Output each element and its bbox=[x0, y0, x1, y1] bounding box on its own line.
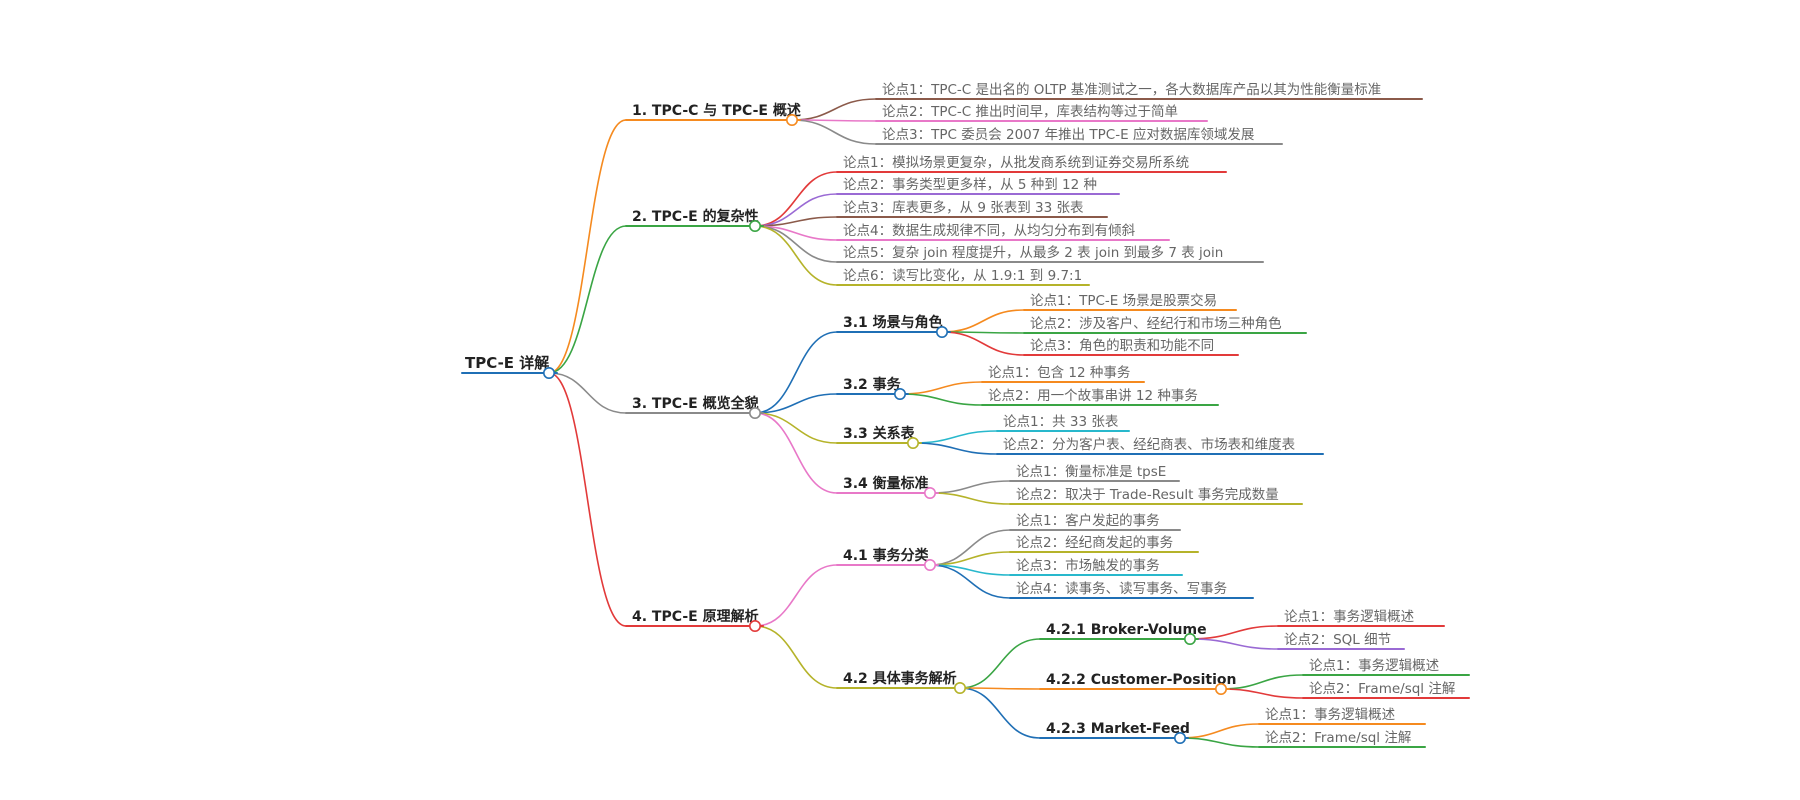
connector-line bbox=[941, 309, 1025, 333]
collapse-toggle-icon[interactable] bbox=[785, 114, 798, 127]
topic-2-3[interactable]: 3.4 衡量标准 bbox=[843, 475, 929, 492]
collapse-toggle-icon[interactable] bbox=[893, 387, 906, 400]
connector-line bbox=[929, 564, 1011, 599]
leaf-point-2-3-1[interactable]: 论点2：取决于 Trade-Result 事务完成数量 bbox=[1016, 487, 1279, 503]
leaf-point-1-2[interactable]: 论点3：库表更多，从 9 张表到 33 张表 bbox=[843, 199, 1084, 216]
leaf-point-1-1[interactable]: 论点2：事务类型更多样，从 5 种到 12 种 bbox=[843, 176, 1097, 193]
connector-line bbox=[548, 225, 627, 374]
leaf-point-1-5[interactable]: 论点6：读写比变化，从 1.9:1 到 9.7:1 bbox=[843, 268, 1082, 284]
leaf-point-2-0-0[interactable]: 论点1：TPC-E 场景是股票交易 bbox=[1030, 292, 1217, 309]
leaf-point-2-2-1[interactable]: 论点2：分为客户表、经纪商表、市场表和维度表 bbox=[1003, 436, 1296, 453]
topic-2-1[interactable]: 3.2 事务 bbox=[843, 376, 902, 393]
topic-2[interactable]: 3. TPC-E 概览全貌 bbox=[632, 395, 759, 412]
collapse-toggle-icon[interactable] bbox=[953, 681, 966, 694]
connector-line bbox=[941, 331, 1025, 356]
connector-line bbox=[754, 331, 838, 414]
collapse-toggle-icon[interactable] bbox=[935, 325, 948, 338]
connector-line bbox=[959, 638, 1041, 689]
connector-line bbox=[929, 480, 1011, 494]
collapse-toggle-icon[interactable] bbox=[923, 558, 936, 571]
leaf-point-3-1-1-1[interactable]: 论点2：Frame/sql 注解 bbox=[1309, 681, 1455, 697]
leaf-point-2-1-0[interactable]: 论点1：包含 12 种事务 bbox=[988, 365, 1130, 381]
collapse-toggle-icon[interactable] bbox=[748, 619, 761, 632]
leaf-point-0-0[interactable]: 论点1：TPC-C 是出名的 OLTP 基准测试之一，各大数据库产品以其为性能衡… bbox=[882, 81, 1381, 98]
collapse-toggle-icon[interactable] bbox=[906, 436, 919, 449]
leaf-point-2-2-0[interactable]: 论点1：共 33 张表 bbox=[1003, 414, 1119, 430]
connector-line bbox=[959, 687, 1041, 690]
connector-line bbox=[1179, 723, 1260, 739]
connector-line bbox=[1189, 625, 1279, 640]
connector-line bbox=[929, 529, 1011, 566]
collapse-toggle-icon[interactable] bbox=[748, 220, 761, 233]
root-topic[interactable]: TPC-E 详解 bbox=[465, 354, 549, 372]
topic-1[interactable]: 2. TPC-E 的复杂性 bbox=[632, 208, 759, 225]
leaf-point-2-1-1[interactable]: 论点2：用一个故事串讲 12 种事务 bbox=[988, 388, 1198, 404]
connector-line bbox=[754, 393, 838, 414]
collapse-toggle-icon[interactable] bbox=[1174, 731, 1187, 744]
connector-line bbox=[791, 119, 877, 145]
leaf-point-3-1-2-1[interactable]: 论点2：Frame/sql 注解 bbox=[1265, 730, 1411, 746]
connector-line bbox=[899, 381, 983, 395]
connector-line bbox=[1189, 638, 1279, 650]
leaf-point-1-4[interactable]: 论点5：复杂 join 程度提升，从最多 2 表 join 到最多 7 表 jo… bbox=[843, 244, 1223, 261]
connector-line bbox=[959, 687, 1041, 739]
leaf-point-3-1-0-1[interactable]: 论点2：SQL 细节 bbox=[1284, 632, 1391, 648]
connector-line bbox=[754, 225, 838, 286]
collapse-toggle-icon[interactable] bbox=[1184, 632, 1197, 645]
leaf-point-3-0-0[interactable]: 论点1：客户发起的事务 bbox=[1016, 512, 1160, 529]
leaf-point-2-0-1[interactable]: 论点2：涉及客户、经纪行和市场三种角色 bbox=[1030, 315, 1282, 332]
connector-line bbox=[754, 171, 838, 227]
leaf-point-0-1[interactable]: 论点2：TPC-C 推出时间早，库表结构等过于简单 bbox=[882, 103, 1178, 120]
topic-2-2[interactable]: 3.3 关系表 bbox=[843, 425, 916, 442]
leaf-point-3-1-2-0[interactable]: 论点1：事务逻辑概述 bbox=[1265, 707, 1395, 723]
leaf-point-2-0-2[interactable]: 论点3：角色的职责和功能不同 bbox=[1030, 337, 1214, 354]
node-handle-layer bbox=[542, 114, 1228, 744]
collapse-toggle-icon[interactable] bbox=[748, 406, 761, 419]
leaf-point-3-0-1[interactable]: 论点2：经纪商发起的事务 bbox=[1016, 535, 1173, 551]
connector-line bbox=[912, 430, 998, 444]
leaf-point-3-1-0-0[interactable]: 论点1：事务逻辑概述 bbox=[1284, 609, 1414, 625]
topic-3-1[interactable]: 4.2 具体事务解析 bbox=[843, 670, 957, 687]
connector-line bbox=[1220, 688, 1304, 699]
topic-3[interactable]: 4. TPC-E 原理解析 bbox=[632, 608, 759, 625]
leaf-point-1-0[interactable]: 论点1：模拟场景更复杂，从批发商系统到证券交易所系统 bbox=[843, 154, 1189, 171]
connector-line bbox=[912, 442, 998, 455]
leaf-point-3-1-1-0[interactable]: 论点1：事务逻辑概述 bbox=[1309, 658, 1439, 674]
leaf-point-1-3[interactable]: 论点4：数据生成规律不同，从均匀分布到有倾斜 bbox=[843, 223, 1136, 239]
connector-line bbox=[791, 98, 877, 121]
connector-line bbox=[754, 625, 838, 689]
connector-line bbox=[548, 372, 627, 627]
leaf-point-2-3-0[interactable]: 论点1：衡量标准是 tpsE bbox=[1016, 464, 1166, 480]
connector-line bbox=[1179, 737, 1260, 748]
connector-line bbox=[754, 412, 838, 444]
label-layer: TPC-E 详解 1. TPC-C 与 TPC-E 概述 论点1：TPC-C 是出名… bbox=[465, 81, 1455, 746]
topic-3-1-1[interactable]: 4.2.2 Customer-Position bbox=[1046, 672, 1237, 688]
topic-0[interactable]: 1. TPC-C 与 TPC-E 概述 bbox=[632, 102, 801, 119]
underline-layer bbox=[461, 98, 1470, 748]
topic-2-0[interactable]: 3.1 场景与角色 bbox=[843, 314, 943, 331]
collapse-toggle-icon[interactable] bbox=[542, 366, 555, 379]
connector-line bbox=[754, 564, 838, 627]
connector-line bbox=[929, 492, 1011, 505]
connector-line bbox=[899, 393, 983, 406]
topic-3-1-2[interactable]: 4.2.3 Market-Feed bbox=[1046, 721, 1190, 737]
topic-3-1-0[interactable]: 4.2.1 Broker-Volume bbox=[1046, 622, 1207, 638]
connector-line bbox=[548, 372, 627, 414]
leaf-point-3-0-2[interactable]: 论点3：市场触发的事务 bbox=[1016, 557, 1160, 574]
connector-line bbox=[754, 412, 838, 494]
collapse-toggle-icon[interactable] bbox=[1215, 682, 1228, 695]
leaf-point-0-2[interactable]: 论点3：TPC 委员会 2007 年推出 TPC-E 应对数据库领域发展 bbox=[882, 126, 1254, 143]
topic-3-0[interactable]: 4.1 事务分类 bbox=[843, 547, 930, 564]
leaf-point-3-0-3[interactable]: 论点4：读事务、读写事务、写事务 bbox=[1016, 581, 1227, 597]
collapse-toggle-icon[interactable] bbox=[923, 486, 936, 499]
connector-line bbox=[548, 119, 627, 374]
connector-layer bbox=[548, 98, 1304, 748]
